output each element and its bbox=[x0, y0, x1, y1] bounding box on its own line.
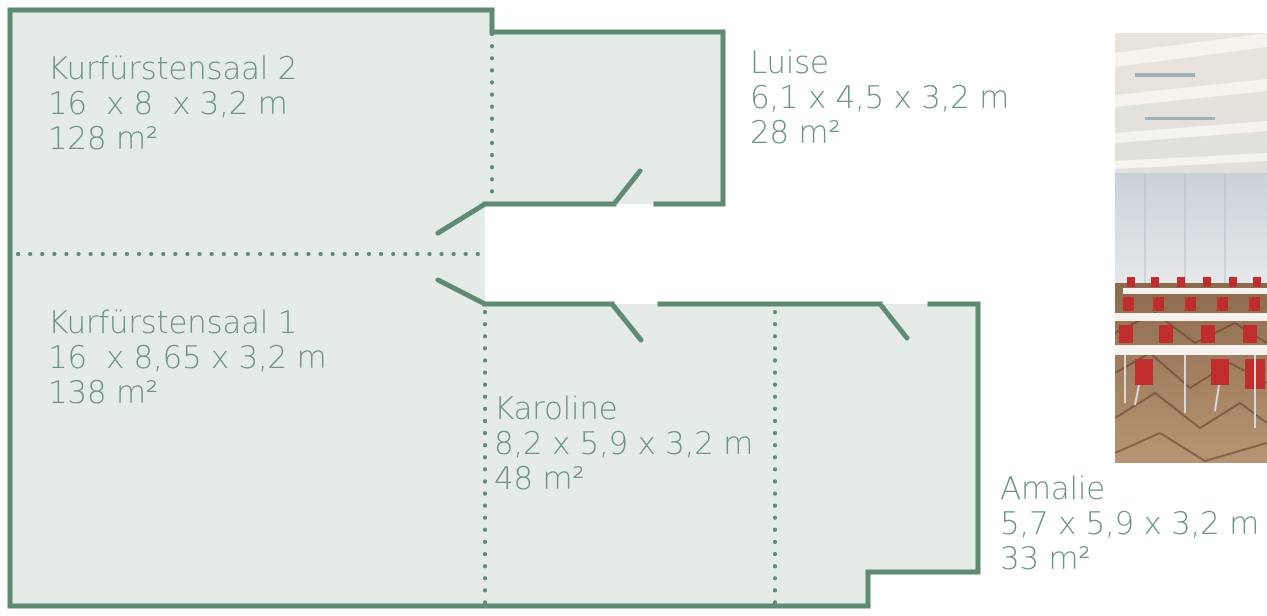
door-amalie bbox=[877, 301, 910, 341]
room-dimensions: 16 x 8,65 x 3,2 m bbox=[48, 340, 327, 376]
room-area: 33 m² bbox=[1000, 541, 1091, 577]
partitions bbox=[16, 32, 777, 606]
label-karoline: Karoline 8,2 x 5,9 x 3,2 m 48 m² bbox=[494, 392, 753, 497]
label-amalie: Amalie 5,7 x 5,9 x 3,2 m 33 m² bbox=[1000, 472, 1259, 577]
room-name: Amalie bbox=[1000, 471, 1105, 507]
conference-room-photo bbox=[1115, 33, 1267, 463]
room-area: 28 m² bbox=[750, 115, 841, 151]
label-kurfuerstensaal-1: Kurfürstensaal 1 16 x 8,65 x 3,2 m 138 m… bbox=[48, 305, 327, 411]
label-kurfuerstensaal-2: Kurfürstensaal 2 16 x 8 x 3,2 m 128 m² bbox=[48, 52, 297, 157]
wall-luise-top bbox=[489, 7, 726, 207]
walls bbox=[7, 7, 981, 609]
room-dimensions: 16 x 8 x 3,2 m bbox=[48, 86, 288, 122]
door-karoline bbox=[609, 301, 644, 343]
room-area: 128 m² bbox=[48, 121, 158, 157]
floor-kurfuerstensaal bbox=[10, 10, 978, 606]
label-luise: Luise 6,1 x 4,5 x 3,2 m 28 m² bbox=[750, 46, 1009, 151]
doors bbox=[435, 168, 910, 343]
room-dimensions: 5,7 x 5,9 x 3,2 m bbox=[1000, 506, 1259, 542]
room-name: Kurfürstensaal 2 bbox=[48, 51, 298, 87]
floor-areas bbox=[10, 10, 978, 606]
door-luise bbox=[611, 168, 643, 207]
wall-kurfuerstensaal-outline bbox=[7, 7, 981, 609]
room-name: Kurfürstensaal 1 bbox=[48, 305, 298, 341]
conference-room-photo-drawing bbox=[1115, 33, 1267, 463]
room-area: 138 m² bbox=[48, 375, 158, 411]
room-area: 48 m² bbox=[494, 461, 585, 497]
door-kurfuerstensaal-1 bbox=[435, 277, 488, 307]
door-kurfuerstensaal-2 bbox=[435, 201, 488, 236]
room-name: Karoline bbox=[494, 391, 618, 427]
room-dimensions: 6,1 x 4,5 x 3,2 m bbox=[750, 80, 1009, 116]
room-name: Luise bbox=[750, 45, 829, 81]
room-dimensions: 8,2 x 5,9 x 3,2 m bbox=[494, 426, 753, 462]
